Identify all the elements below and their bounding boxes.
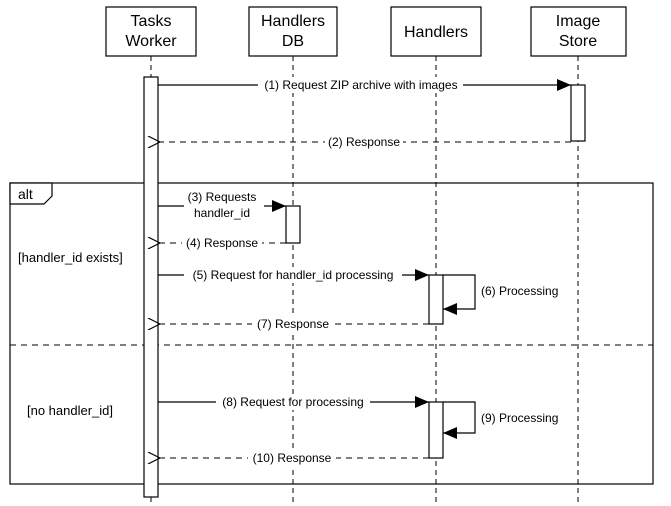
label-background (258, 77, 463, 93)
activation-image-store (570, 84, 586, 142)
alt-fragment: alt [handler_id exists] [no handler_id] (9, 182, 654, 485)
message-4-response: (4) Response (160, 235, 286, 251)
message-7-response: (7) Response (160, 316, 429, 332)
actor-handlers-db: Handlers DB (248, 6, 338, 57)
message-9-processing: (9) Processing (443, 401, 558, 439)
message-label: (8) Request for processing (222, 395, 363, 409)
message-label: (4) Response (186, 236, 258, 250)
actor-label-line: DB (282, 33, 304, 50)
label-background (184, 267, 402, 283)
label-background (325, 134, 403, 150)
actor-label-line: Handlers (404, 24, 468, 41)
message-label: (3) Requests (188, 190, 257, 204)
label-background (248, 450, 336, 466)
message-8-request-processing: (8) Request for processing (158, 394, 429, 410)
alt-label: alt (18, 186, 33, 202)
guard-no-handler-id: [no handler_id] (27, 403, 113, 418)
message-arrow (443, 274, 476, 315)
actor-label-line: Tasks (131, 13, 172, 30)
message-label: (7) Response (257, 317, 329, 331)
message-10-response: (10) Response (160, 450, 429, 466)
label-background (216, 394, 370, 410)
activation-tasks-worker (143, 76, 159, 498)
label-background (252, 316, 334, 332)
guard-handler-id-exists: [handler_id exists] (18, 250, 123, 265)
message-label: (6) Processing (481, 284, 558, 298)
message-label: handler_id (194, 206, 250, 220)
actor-image-store: Image Store (530, 6, 627, 57)
message-label: (10) Response (253, 451, 332, 465)
message-1-request-zip: (1) Request ZIP archive with images (158, 77, 571, 93)
actor-label-line: Image (556, 13, 601, 30)
message-arrow (443, 401, 476, 439)
message-label: (9) Processing (481, 411, 558, 425)
message-3-requests-handler-id: (3) Requests handler_id (158, 189, 286, 221)
actor-handlers: Handlers (390, 6, 482, 57)
message-label: (1) Request ZIP archive with images (264, 78, 457, 92)
label-background (182, 235, 262, 251)
message-2-response: (2) Response (160, 134, 571, 150)
activation-handlers-2 (428, 401, 444, 459)
message-label: (2) Response (328, 135, 400, 149)
actor-tasks-worker: Tasks Worker (105, 6, 197, 57)
alt-tab (9, 182, 53, 205)
message-6-processing: (6) Processing (443, 274, 558, 315)
message-5-request-handler-id-processing: (5) Request for handler_id processing (158, 267, 429, 283)
activation-handlers-1 (428, 274, 444, 325)
activation-handlers-db (285, 205, 301, 244)
label-background (184, 189, 264, 221)
actor-label-line: Handlers (261, 13, 325, 30)
alt-frame (9, 182, 654, 485)
actor-label-line: Worker (125, 33, 177, 50)
message-label: (5) Request for handler_id processing (193, 268, 394, 282)
actor-label-line: Store (559, 33, 597, 50)
